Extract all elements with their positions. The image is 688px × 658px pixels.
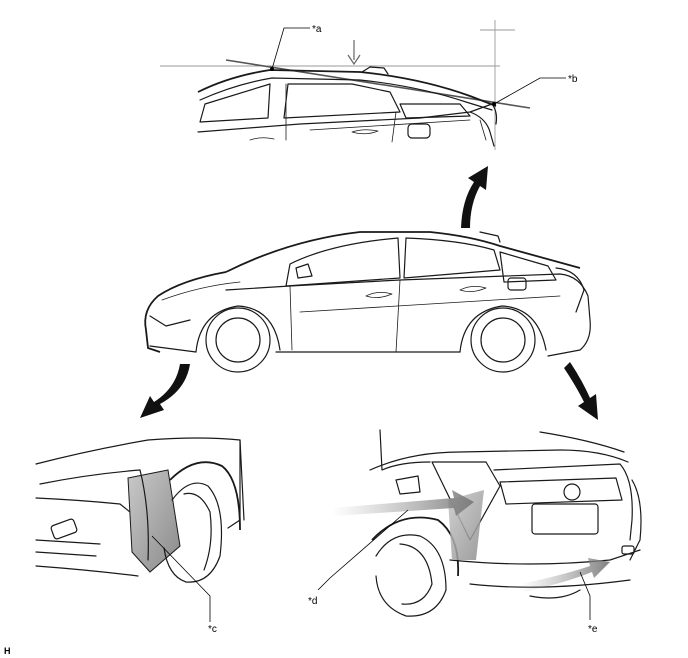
roof-inner-line	[199, 77, 493, 111]
car-antenna	[479, 231, 501, 243]
quarter-window	[399, 103, 471, 119]
shark-fin-antenna	[361, 66, 389, 75]
roof-outline	[197, 69, 497, 107]
arrow-to-roof-detail-icon	[461, 166, 488, 228]
callout-label-b: *b	[568, 74, 578, 85]
car-body-outline	[225, 273, 591, 357]
front-bumper-detail-view: *c	[35, 437, 245, 635]
front-window	[199, 83, 271, 123]
underbody-airflow-arrow-icon	[520, 558, 610, 592]
car-front-wheel	[195, 305, 281, 373]
leader-line-a	[271, 27, 310, 70]
car-rear-door-edge	[395, 279, 401, 353]
arrow-to-front-detail-icon	[140, 364, 190, 418]
callout-label-c: *c	[208, 624, 217, 635]
rear-wheel-arch	[371, 516, 460, 577]
front-corner-edge	[139, 469, 149, 561]
leader-line-d	[317, 509, 409, 591]
character-line	[309, 119, 471, 131]
leader-line-b	[493, 77, 566, 105]
car-front-profile	[144, 271, 227, 353]
tail-lamp-line	[479, 119, 487, 141]
car-front-window	[285, 237, 401, 287]
roof-detail-view: *a *b	[160, 20, 578, 150]
front-tire-inner	[183, 492, 212, 571]
front-grille-top	[35, 539, 101, 545]
car-side-mirror	[295, 263, 313, 279]
leader-line-e	[579, 571, 591, 620]
car-front-door-handle	[365, 292, 393, 298]
side-airflow-arrow-icon	[332, 490, 474, 516]
front-bumper-bottom	[35, 565, 139, 577]
rear-detail-view: *d *e	[308, 429, 642, 635]
brand-emblem-icon	[563, 483, 581, 501]
down-arrow-icon	[347, 40, 361, 66]
rear-window-glass	[499, 477, 623, 505]
rear-roof-edge	[369, 449, 629, 471]
front-fender-edge	[227, 439, 241, 529]
rear-diffuser-line	[469, 579, 631, 588]
front-wheel-arch	[169, 461, 241, 531]
car-hood-line	[161, 281, 241, 301]
rear-fuel-cap	[395, 475, 421, 495]
rear-hatch-outline	[493, 463, 633, 541]
car-fuel-cap	[507, 277, 527, 291]
c-pillar-line	[391, 111, 397, 143]
spoiler-edge	[491, 103, 498, 125]
callout-label-e: *e	[588, 624, 598, 635]
car-character-line	[299, 295, 561, 313]
front-grille-mid	[35, 551, 97, 557]
license-plate-area	[531, 503, 599, 535]
door-handle	[351, 129, 379, 135]
callout-label-d: *d	[308, 596, 317, 607]
corner-label: H	[4, 646, 11, 656]
car-headlamp	[149, 315, 191, 327]
car-tail-lamp	[555, 267, 585, 313]
fuel-cap	[407, 123, 431, 139]
rear-roof-spoiler	[539, 431, 625, 453]
leader-line-c	[151, 535, 211, 622]
front-tire	[163, 482, 223, 583]
rear-window	[283, 83, 401, 119]
rear-reflector	[621, 545, 635, 555]
exhaust-outline	[529, 589, 581, 599]
callout-label-a: *a	[312, 24, 322, 35]
rear-tail-lamp	[629, 479, 642, 561]
car-roofline	[225, 231, 581, 273]
mirror-line	[249, 137, 275, 141]
car-side-view	[144, 231, 591, 373]
beltline	[197, 103, 493, 133]
car-rear-wheel	[459, 305, 547, 373]
tail-outline	[469, 111, 495, 147]
rear-door-outline	[379, 429, 431, 471]
front-hood-outline	[35, 437, 245, 521]
front-fog-lamp	[50, 518, 78, 540]
rear-bumper-line	[449, 549, 641, 565]
rear-tire	[375, 534, 447, 617]
car-front-door-edge	[289, 285, 293, 351]
car-rear-door-handle	[459, 286, 487, 292]
car-quarter-window	[499, 251, 557, 283]
car-rear-window	[403, 237, 501, 279]
front-hood-crease	[39, 469, 141, 485]
rear-tire-inner	[399, 543, 433, 605]
car-front-bumper-bottom	[149, 345, 197, 353]
arrow-to-rear-detail-icon	[564, 362, 598, 420]
front-headlamp-lower	[35, 497, 141, 521]
front-corner-shaded-area	[127, 469, 181, 573]
